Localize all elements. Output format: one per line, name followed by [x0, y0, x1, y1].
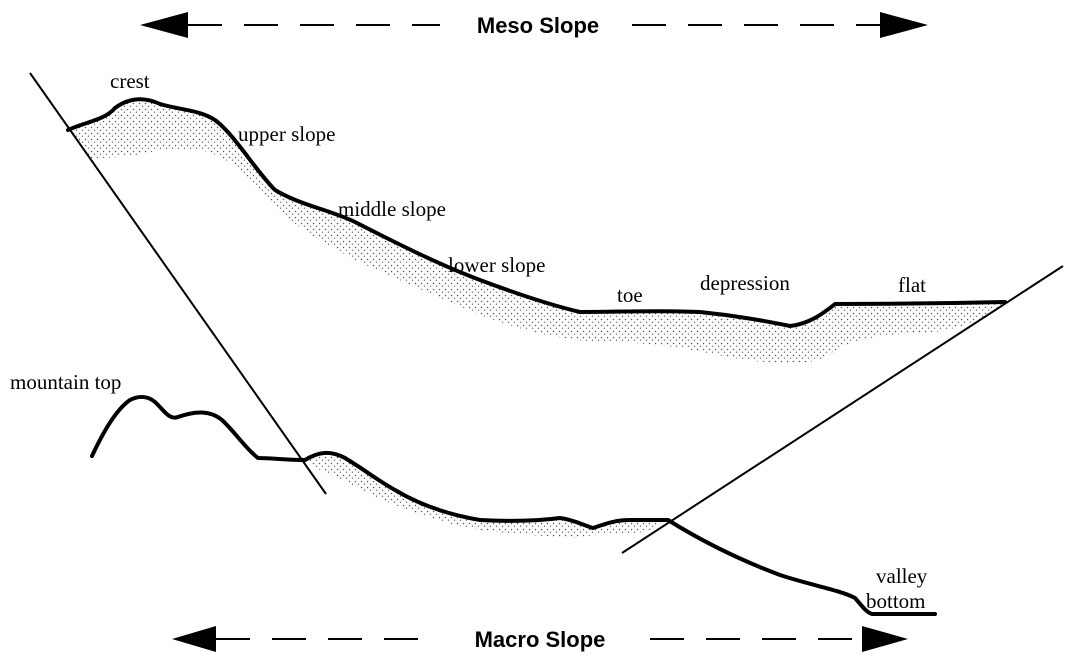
label-toe: toe: [617, 283, 643, 307]
macro-slope-title: Macro Slope: [475, 627, 606, 652]
label-middle-slope: middle slope: [338, 197, 446, 221]
label-depression: depression: [700, 271, 790, 295]
meso-soil-layer: [68, 99, 1005, 364]
meso-slope-arrow: [140, 12, 928, 38]
left-arrowhead-icon: [140, 12, 188, 38]
meso-ground-surface: [66, 97, 1007, 328]
meso-slope-line: [29, 72, 327, 495]
label-mountain-top: mountain top: [10, 370, 121, 394]
meso-slope-title: Meso Slope: [477, 13, 599, 38]
label-upper-slope: upper slope: [238, 122, 335, 146]
label-flat: flat: [898, 273, 926, 297]
label-crest: crest: [110, 69, 150, 93]
label-valley: valley: [876, 564, 928, 588]
label-lower-slope: lower slope: [448, 253, 545, 277]
label-bottom: bottom: [866, 589, 926, 613]
macro-ground-surface: [90, 395, 937, 616]
macro-slope-line: [621, 265, 1064, 554]
right-arrowhead-icon: [862, 626, 908, 652]
macro-slope-arrow: [172, 626, 908, 652]
left-arrowhead-icon: [172, 626, 216, 652]
right-arrowhead-icon: [880, 12, 928, 38]
